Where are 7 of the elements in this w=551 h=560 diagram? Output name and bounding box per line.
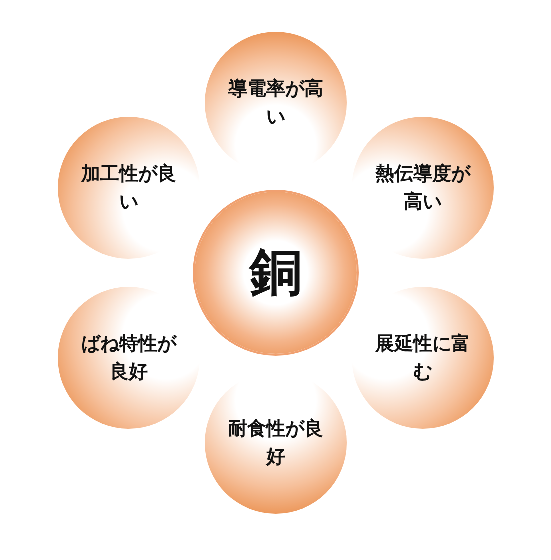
petal-label: 耐食性が良好 xyxy=(227,416,324,470)
petal-label: 展延性に富む xyxy=(374,332,472,385)
petal-label: 導電率が高い xyxy=(227,76,324,130)
petal-label: 熱伝導度が高い xyxy=(374,162,472,215)
petal-label: ばね特性が良好 xyxy=(80,332,178,385)
center-label: 銅 xyxy=(250,242,302,305)
petal-label: 加工性が良い xyxy=(80,162,178,215)
